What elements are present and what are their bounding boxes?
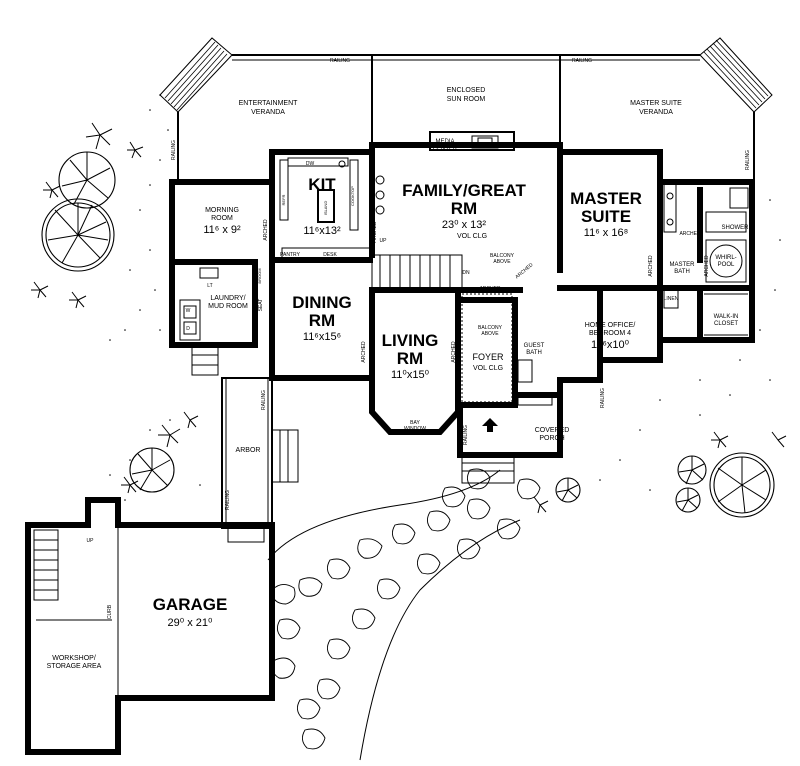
shrub-garage xyxy=(675,487,701,513)
stipple-right xyxy=(599,199,781,491)
railing-label-8: RAILING xyxy=(523,453,543,459)
flower-bursts xyxy=(31,122,787,514)
lt-label: LT xyxy=(207,283,212,289)
veranda-left-hatch xyxy=(164,41,228,111)
living-dim: 11⁰x15⁰ xyxy=(391,369,430,381)
railing-label-1: RAILING xyxy=(330,58,350,64)
house-walls xyxy=(169,142,755,458)
railing-label-3: RAILING xyxy=(171,140,177,160)
railing-label-4: RAILING xyxy=(745,150,751,170)
master-dim: 11⁶ x 16⁸ xyxy=(584,227,628,239)
broom-label: BROOM xyxy=(257,268,262,283)
whirlpool-label: WHIRL-POOL xyxy=(715,255,736,268)
up-label: UP xyxy=(380,238,388,244)
kit-label: KIT xyxy=(308,175,336,194)
main-stairs xyxy=(371,254,463,289)
arched-label-4: ARCHED xyxy=(514,262,534,280)
veranda-right-hatch xyxy=(703,39,769,109)
pantry-label: PANTRY xyxy=(280,252,300,258)
arched-label-9: ARCHED xyxy=(704,255,710,277)
d-label: D xyxy=(186,326,190,332)
family-dim: 23⁰ x 13² xyxy=(442,219,486,231)
dining-dim: 11⁶x15⁶ xyxy=(303,331,341,343)
home-office-label: HOME OFFICE/BEDROOM 4 xyxy=(585,322,636,337)
interior-details xyxy=(179,131,749,543)
railing-label-5: RAILING xyxy=(261,390,267,410)
island-label: ISLAND xyxy=(323,201,328,216)
snack-bar-label: SNACK BAR xyxy=(368,178,373,201)
family-note: VOL CLG xyxy=(457,233,487,240)
tree-right xyxy=(709,452,775,518)
linen-label: LINEN xyxy=(664,296,679,302)
kit-dim: 11⁶x13² xyxy=(303,225,341,237)
arbor-label: ARBOR xyxy=(236,447,261,454)
shrub-porch xyxy=(555,477,581,503)
morning-dim: 11⁶ x 9² xyxy=(203,224,241,236)
curb-label: CURB xyxy=(107,604,113,619)
dn-label: DN xyxy=(462,270,470,276)
garage-dim: 29⁰ x 21⁰ xyxy=(168,617,213,629)
veranda-block xyxy=(159,37,773,180)
arched-label-7: ARCHED xyxy=(679,231,701,237)
label-entertainment-veranda-1: ENTERTAINMENT xyxy=(239,100,299,107)
seat-label: SEAT xyxy=(258,299,264,312)
entry-arrow-icon xyxy=(482,418,498,426)
railing-label-2: RAILING xyxy=(572,58,592,64)
arched-label-3: ARCHED xyxy=(479,286,501,292)
tree-mid-left xyxy=(58,151,116,209)
front-steps xyxy=(461,454,515,484)
railing-label-7: RAILING xyxy=(463,425,469,445)
arched-label-6: ARCHED xyxy=(451,341,457,363)
garage-stairs xyxy=(33,529,59,601)
railing-label-9: RAILING xyxy=(600,388,606,408)
dw-label: DW xyxy=(306,161,315,167)
home-office-dim: 11⁶x10⁰ xyxy=(591,339,630,351)
stone-walkway xyxy=(267,468,541,761)
cooktop-label: COOKTOP xyxy=(350,186,355,206)
stipple-left xyxy=(109,94,201,501)
arched-label-5: ARCHED xyxy=(361,341,367,363)
railing-label-6: RAILING xyxy=(225,490,231,510)
tree-near-arbor xyxy=(129,447,175,493)
arched-label-8: ARCHED xyxy=(648,255,654,277)
foyer-note: VOL CLG xyxy=(473,365,503,372)
garage xyxy=(25,497,275,755)
laundry-label: LAUNDRY/MUD ROOM xyxy=(208,295,248,310)
foyer-label: FOYER xyxy=(472,352,504,362)
workshop-label: WORKSHOP/STORAGE AREA xyxy=(47,655,102,670)
tree-large-left xyxy=(41,198,115,272)
arched-label-1: ARCHED xyxy=(263,219,269,241)
refr-label: REFR xyxy=(281,194,286,205)
tree-right-small xyxy=(677,455,707,485)
arched-label-2: ARCHED xyxy=(372,221,378,243)
garage-up-label: UP xyxy=(87,538,95,544)
landscaping xyxy=(31,94,787,518)
desk-label: DESK xyxy=(323,252,337,258)
shower-label: SHOWER xyxy=(722,225,750,231)
garage-label: GARAGE xyxy=(153,595,228,614)
w-label: W xyxy=(186,308,191,314)
back-steps xyxy=(191,344,219,376)
